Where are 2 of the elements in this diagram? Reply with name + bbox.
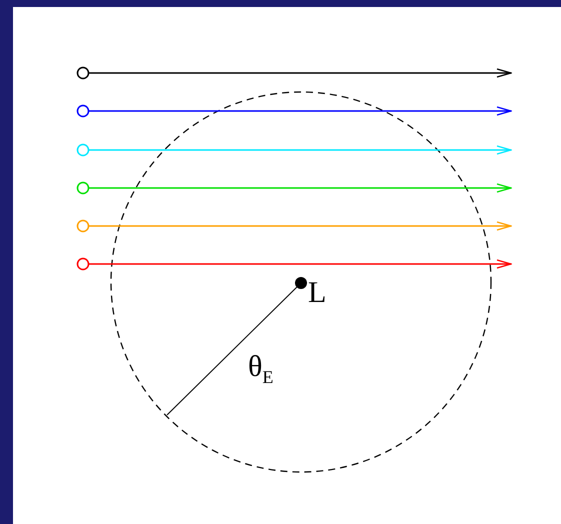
point-label: L (308, 278, 326, 308)
radius-label: θ$_{E}$ (248, 352, 274, 389)
